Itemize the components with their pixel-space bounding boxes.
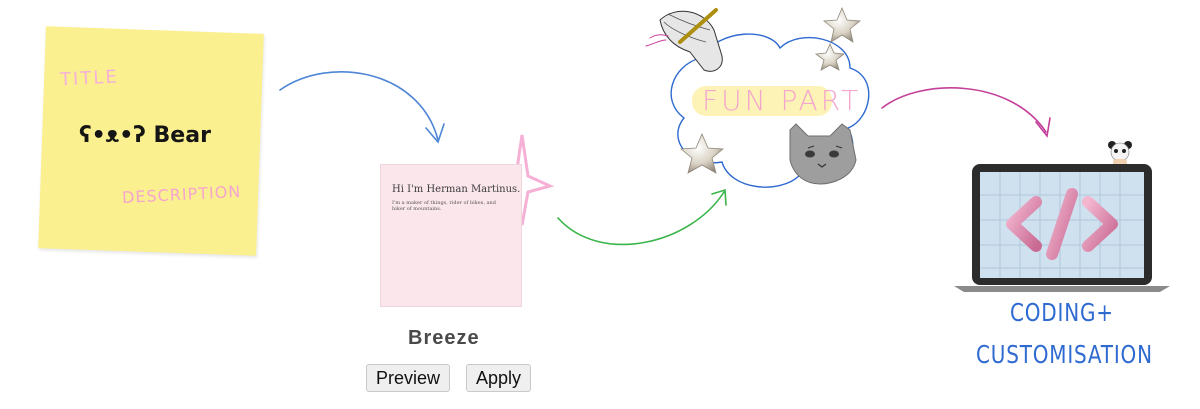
arrow-note-to-theme xyxy=(279,71,445,144)
fun-part-label: FUN PART xyxy=(702,84,862,117)
apply-button[interactable]: Apply xyxy=(466,364,532,392)
preview-button[interactable]: Preview xyxy=(366,364,451,392)
star-icon xyxy=(814,43,846,71)
highlighter-stroke xyxy=(692,86,832,116)
customisation-label: CUSTOMISATION xyxy=(976,340,1153,369)
note-bear-label: ʕ•ᴥ•ʔ Bear xyxy=(79,122,211,148)
panda-icon xyxy=(1108,141,1132,166)
star-icon xyxy=(679,132,725,174)
cat-face-icon xyxy=(789,123,857,185)
arrow-theme-to-fun xyxy=(557,188,727,246)
bear-emoticon: ʕ•ᴥ•ʔ xyxy=(79,123,146,148)
theme-name: Breeze xyxy=(408,327,480,349)
hand-pen-icon xyxy=(645,8,723,72)
preview-blog-text: I'm a maker of things, rider of bikes, a… xyxy=(392,200,496,212)
arrow-fun-to-coding xyxy=(881,87,1051,138)
note-title-label: TITLE xyxy=(59,66,120,91)
code-brackets-icon xyxy=(1006,188,1118,260)
theme-preview-thumbnail[interactable] xyxy=(380,164,522,307)
bear-name: Bear xyxy=(153,123,211,148)
star-icon xyxy=(822,6,862,43)
preview-blog-title: Hi I'm Herman Martinus. xyxy=(392,184,521,195)
coding-label: CODING+ xyxy=(1010,298,1114,327)
